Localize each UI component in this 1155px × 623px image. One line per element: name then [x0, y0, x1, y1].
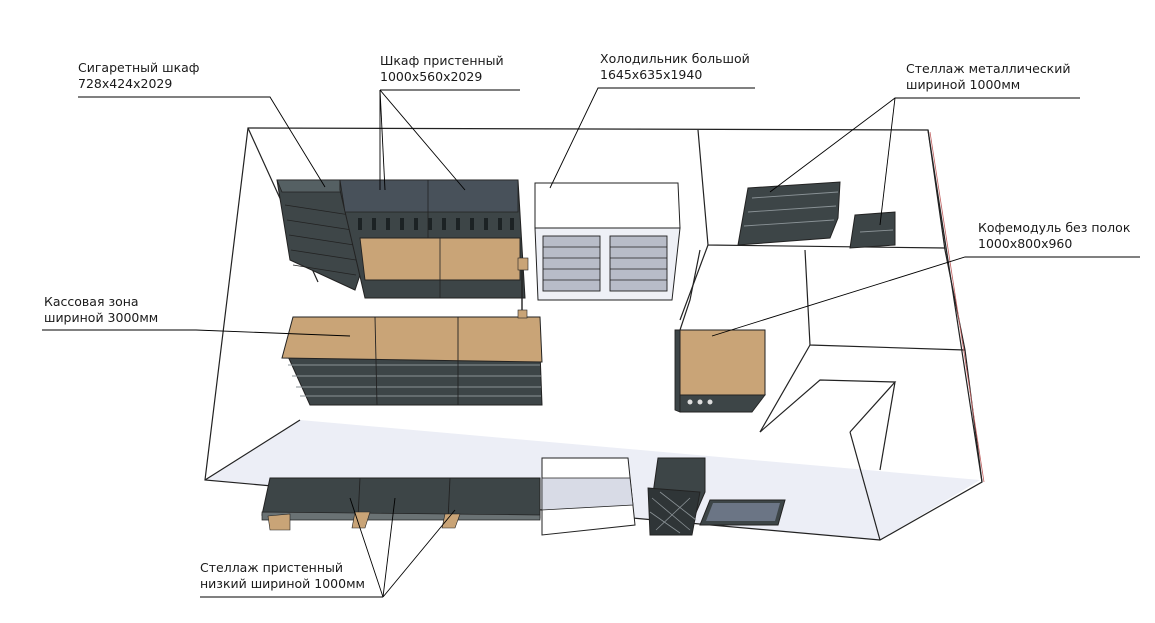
front-right-counter: [699, 499, 786, 526]
label-coffee-module-name: Кофемодуль без полок: [978, 220, 1131, 235]
label-fridge-size: 1645x635x1940: [600, 67, 703, 82]
label-cigarette-cabinet-name: Сигаретный шкаф: [78, 60, 200, 75]
label-coffee-module: Кофемодуль без полок 1000x800x960: [978, 220, 1130, 252]
label-metal-rack-name: Стеллаж металлический: [906, 61, 1071, 76]
label-cash-zone: Кассовая зона шириной 3000мм: [44, 294, 158, 326]
label-low-wall-rack-name: Стеллаж пристенный: [200, 560, 343, 575]
right-wall-accent: [929, 131, 985, 483]
label-coffee-module-size: 1000x800x960: [978, 236, 1073, 251]
cigarette-cabinet: [276, 179, 361, 291]
coffee-module: [674, 329, 766, 413]
cash-zone: [281, 309, 543, 406]
freezer-display: [541, 457, 636, 536]
room-outer-rim: [204, 127, 983, 541]
leader-fridge: [549, 87, 755, 189]
drink-cooler: [647, 457, 706, 536]
leader-cash-zone: [42, 329, 351, 337]
label-wall-cabinet: Шкаф пристенный 1000x560x2029: [380, 53, 504, 85]
low-wall-racks: [261, 477, 541, 531]
label-cigarette-cabinet-size: 728x424x2029: [78, 76, 173, 91]
label-cash-zone-name: Кассовая зона: [44, 294, 139, 309]
label-fridge: Холодильник большой 1645x635x1940: [600, 51, 750, 83]
label-metal-rack: Стеллаж металлический шириной 1000мм: [906, 61, 1070, 93]
metal-racks: [737, 181, 896, 249]
leader-coffee-module: [711, 256, 1140, 337]
label-wall-cabinet-name: Шкаф пристенный: [380, 53, 504, 68]
label-fridge-name: Холодильник большой: [600, 51, 750, 66]
label-cash-zone-width: шириной 3000мм: [44, 310, 159, 325]
wall-cabinets: [339, 179, 529, 315]
leader-metal-rack: [769, 97, 1080, 193]
label-low-wall-rack-width: низкий шириной 1000мм: [200, 576, 365, 591]
label-cigarette-cabinet: Сигаретный шкаф 728x424x2029: [78, 60, 199, 92]
leader-lines: [42, 87, 1140, 598]
leader-cigarette-cabinet: [78, 96, 326, 188]
label-low-wall-rack: Стеллаж пристенный низкий шириной 1000мм: [200, 560, 365, 592]
cash-zone-counter: [281, 316, 543, 363]
label-metal-rack-width: шириной 1000мм: [906, 77, 1021, 92]
fridge: [534, 182, 681, 301]
label-wall-cabinet-size: 1000x560x2029: [380, 69, 483, 84]
